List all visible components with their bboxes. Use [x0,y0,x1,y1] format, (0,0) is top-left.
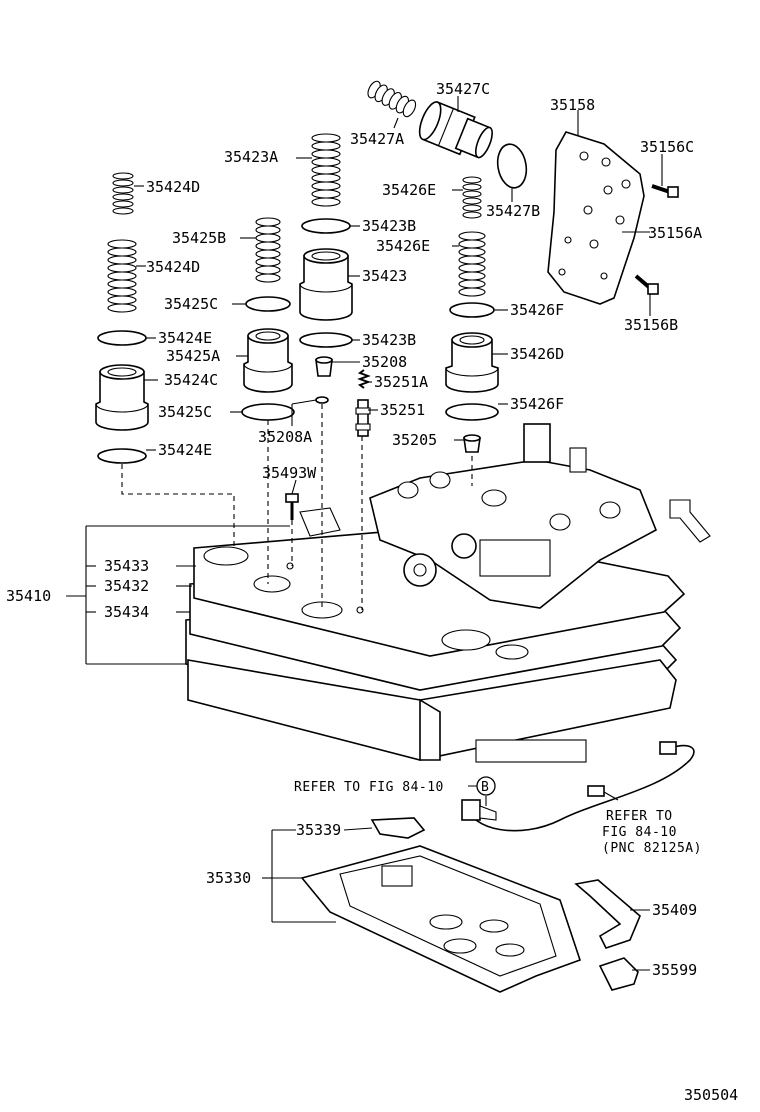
part-labels: 35427C 35427A 35158 35423A 35156C 35424D… [6,80,702,979]
part-solenoid-wire-harness [461,741,695,832]
label-35427b: 35427B [486,202,540,220]
label-35330: 35330 [206,869,251,887]
label-35426f-bottom: 35426F [510,395,564,413]
part-clip-35599 [598,957,639,991]
label-35156b: 35156B [624,316,678,334]
label-35425c-top: 35425C [164,295,218,313]
part-piston-35425a [243,328,293,393]
part-oring-35423b-top [301,218,351,234]
label-35425a: 35425A [166,347,220,365]
label-35423: 35423 [362,267,407,285]
part-spring-35251a [357,369,371,389]
label-35208: 35208 [362,353,407,371]
leader-lines [66,96,663,971]
part-piston-35424c [95,364,149,431]
part-oring-35425c-bottom [241,403,295,421]
label-35424c: 35424C [164,371,218,389]
part-gasket-35339 [370,817,426,839]
part-bolt-35493w [285,493,299,520]
part-oring-35425c-top [245,296,291,312]
part-spring-35427a [367,80,417,118]
refer-symbol-b: B [481,780,489,795]
label-35424e-top: 35424E [158,329,212,347]
part-bolt-35156b [634,274,659,295]
part-oil-pan-35330 [300,845,582,993]
label-35599: 35599 [652,961,697,979]
label-35424e-bottom: 35424E [158,441,212,459]
reference-notes: REFER TO FIG 84-10 B REFER TO FIG 84-10 … [294,776,702,856]
refer-note-b: REFER TO FIG 84-10 [294,780,444,795]
label-35423a: 35423A [224,148,278,166]
diagram-id: 350504 [684,1086,738,1104]
part-spring-35424d-large [107,239,137,313]
part-spring-35426e-large [458,231,486,297]
label-35156c: 35156C [640,138,694,156]
label-35156a: 35156A [648,224,702,242]
label-35339: 35339 [296,821,341,839]
part-spring-35423a [311,133,341,207]
part-bolt-35156c [651,184,679,198]
label-35427a: 35427A [350,130,404,148]
label-35423b-bottom: 35423B [362,331,416,349]
part-oring-35423b-bottom [299,332,353,348]
label-35493w: 35493W [262,464,317,482]
part-piston-35426d [445,332,499,393]
label-35426d: 35426D [510,345,564,363]
part-oring-35426f-bottom [445,403,499,421]
part-piston-35427c [418,101,493,159]
label-35426e-top: 35426E [382,181,436,199]
refer-note-2-line1: REFER TO [606,809,673,824]
part-piston-35423 [299,248,353,321]
label-35158: 35158 [550,96,595,114]
label-35426f-top: 35426F [510,301,564,319]
part-upper-valve-body [299,423,711,609]
part-spring-35425b [255,217,281,283]
label-35251: 35251 [380,401,425,419]
label-35409: 35409 [652,901,697,919]
label-35205: 35205 [392,431,437,449]
part-oring-35426f-top [449,302,495,318]
label-35208a: 35208A [258,428,312,446]
label-35432: 35432 [104,577,149,595]
label-35410: 35410 [6,587,51,605]
part-plug-35205 [463,434,481,453]
label-35434: 35434 [104,603,149,621]
part-oring-35208a [315,396,329,404]
part-valve-35251 [355,399,371,437]
label-35427c: 35427C [436,80,490,98]
part-spring-35424d-small [112,172,134,215]
placement-dashed-lines [121,404,473,610]
label-35424d-top: 35424D [146,178,200,196]
label-35423b-top: 35423B [362,217,416,235]
label-35425c-bottom: 35425C [158,403,212,421]
part-lower-valve-body [187,629,677,763]
label-35425b: 35425B [172,229,226,247]
part-bracket-35409 [574,879,641,949]
part-plug-35208 [315,356,333,377]
part-cover-35158 [547,131,645,305]
label-35424d-mid: 35424D [146,258,200,276]
part-oring-35427b [496,143,528,189]
label-35433: 35433 [104,557,149,575]
part-spring-35426e-small [462,176,482,219]
refer-note-2-line2: FIG 84-10 [602,825,677,840]
part-oring-35424e-bottom [97,448,147,464]
part-oring-35424e-top [97,330,147,346]
refer-note-2-line3: (PNC 82125A) [602,841,702,856]
refer-symbol-circle [476,776,496,796]
label-35426e-mid: 35426E [376,237,430,255]
label-35251a: 35251A [374,373,428,391]
